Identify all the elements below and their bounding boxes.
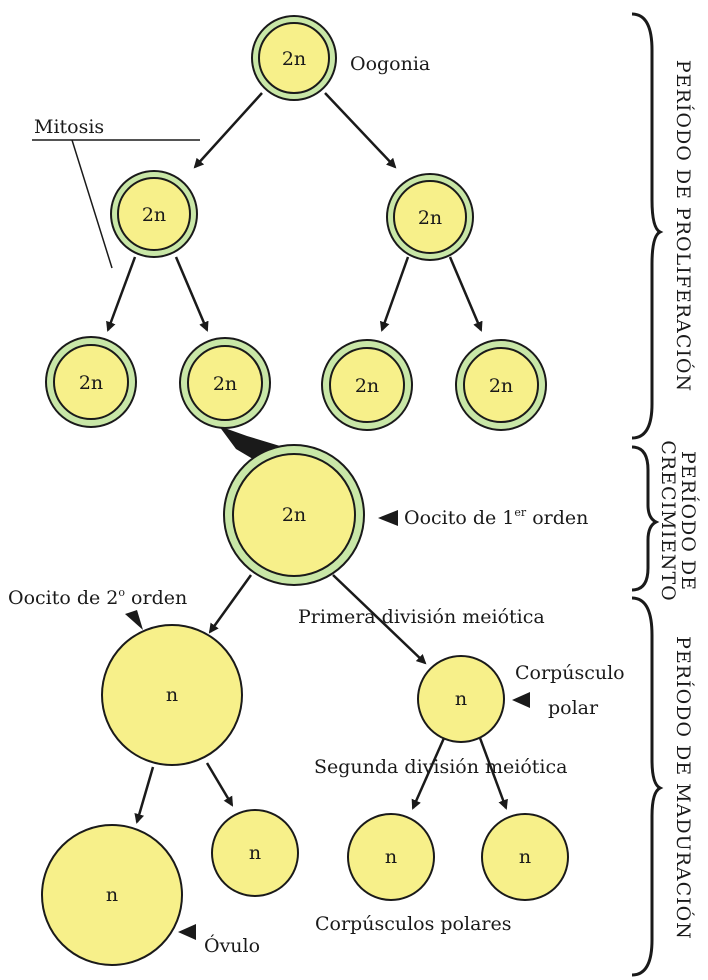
arrow-primary-to-polar <box>332 574 427 665</box>
arrow-secondary-to-ovum <box>134 766 155 824</box>
annotations: Oogonia Mitosis Oocito de 1er orden Ooci… <box>8 53 625 957</box>
cell-oogonia-ploidy: 2n <box>282 48 306 70</box>
cell-primary-oocyte-ploidy: 2n <box>282 504 306 526</box>
cell-mitosis-2-d-ploidy: 2n <box>489 375 513 397</box>
arrow-polar-to-a <box>411 737 446 810</box>
stage-growth-line1: PERÍODO DE <box>677 451 700 591</box>
cell-first-polar-body: n <box>417 655 505 743</box>
cell-polar-body-b: n <box>347 813 435 901</box>
cell-polar-body-b-ploidy: n <box>385 846 397 868</box>
label-mitosis: Mitosis <box>34 116 104 138</box>
cell-first-polar-body-ploidy: n <box>455 688 467 710</box>
cell-mitosis-1-right-ploidy: 2n <box>418 207 442 229</box>
cell-mitosis-2-d: 2n <box>455 339 547 431</box>
brace-proliferation <box>631 12 664 440</box>
stage-maturation: PERÍODO DE MADURACIÓN <box>672 636 695 940</box>
arrow-right-c <box>379 256 410 332</box>
arrow-left-a <box>106 256 137 332</box>
pointer-ovum <box>178 924 196 940</box>
cell-ovum: n <box>41 824 183 966</box>
label-secondary-oocyte: Oocito de 2o orden <box>8 586 187 609</box>
stage-growth-line2: CRECIMIENTO <box>657 440 679 601</box>
brace-growth <box>631 445 660 592</box>
label-polar-body-line2: polar <box>548 697 599 719</box>
label-pointers <box>125 510 530 940</box>
label-second-meiosis: Segunda división meiótica <box>314 756 567 778</box>
arrow-oogonia-left <box>193 92 263 169</box>
cell-mitosis-2-c-ploidy: 2n <box>355 375 379 397</box>
arrow-secondary-to-polar <box>205 762 234 807</box>
arrow-left-b <box>174 256 209 332</box>
pointer-polar-body <box>512 692 530 708</box>
cell-mitosis-2-a-ploidy: 2n <box>79 372 103 394</box>
cell-ovum-ploidy: n <box>106 884 118 906</box>
cells: 2n 2n 2n 2n 2n 2n <box>41 15 569 966</box>
cell-polar-body-a-ploidy: n <box>249 842 261 864</box>
cell-mitosis-1-left: 2n <box>110 170 198 258</box>
cell-secondary-oocyte-ploidy: n <box>166 684 178 706</box>
cell-oogonia: 2n <box>251 15 337 101</box>
pointer-secondary-oocyte <box>125 610 143 630</box>
cell-mitosis-2-a: 2n <box>45 336 137 428</box>
label-first-meiosis: Primera división meiótica <box>298 606 545 628</box>
cell-mitosis-1-left-ploidy: 2n <box>142 204 166 226</box>
cell-polar-body-c-ploidy: n <box>519 846 531 868</box>
label-primary-oocyte: Oocito de 1er orden <box>404 506 588 529</box>
cell-polar-body-c: n <box>481 813 569 901</box>
label-polar-bodies: Corpúsculos polares <box>315 913 511 935</box>
pointer-primary-oocyte <box>378 510 398 526</box>
growth-wedge-arrow <box>219 426 280 465</box>
cell-mitosis-2-c: 2n <box>321 339 413 431</box>
stage-proliferation: PERÍODO DE PROLIFERACIÓN <box>672 60 695 392</box>
stage-braces <box>631 12 664 977</box>
arrow-oogonia-right <box>324 92 397 169</box>
cell-secondary-oocyte: n <box>101 624 243 766</box>
cell-primary-oocyte: 2n <box>223 444 365 586</box>
division-arrows <box>106 92 508 824</box>
brace-maturation <box>631 596 664 977</box>
stage-titles: PERÍODO DE PROLIFERACIÓN PERÍODO DE CREC… <box>657 60 700 940</box>
cell-mitosis-1-right: 2n <box>386 173 474 261</box>
label-polar-body-line1: Corpúsculo <box>515 662 625 684</box>
arrow-primary-to-secondary <box>208 574 253 634</box>
label-ovum: Óvulo <box>204 934 260 957</box>
cell-mitosis-2-b-ploidy: 2n <box>213 373 237 395</box>
arrow-polar-to-b <box>478 737 508 810</box>
arrow-right-d <box>448 256 483 332</box>
label-oogonia: Oogonia <box>350 53 430 75</box>
mitosis-leader <box>32 139 200 269</box>
cell-mitosis-2-b: 2n <box>179 337 271 429</box>
cell-polar-body-a: n <box>211 809 299 897</box>
